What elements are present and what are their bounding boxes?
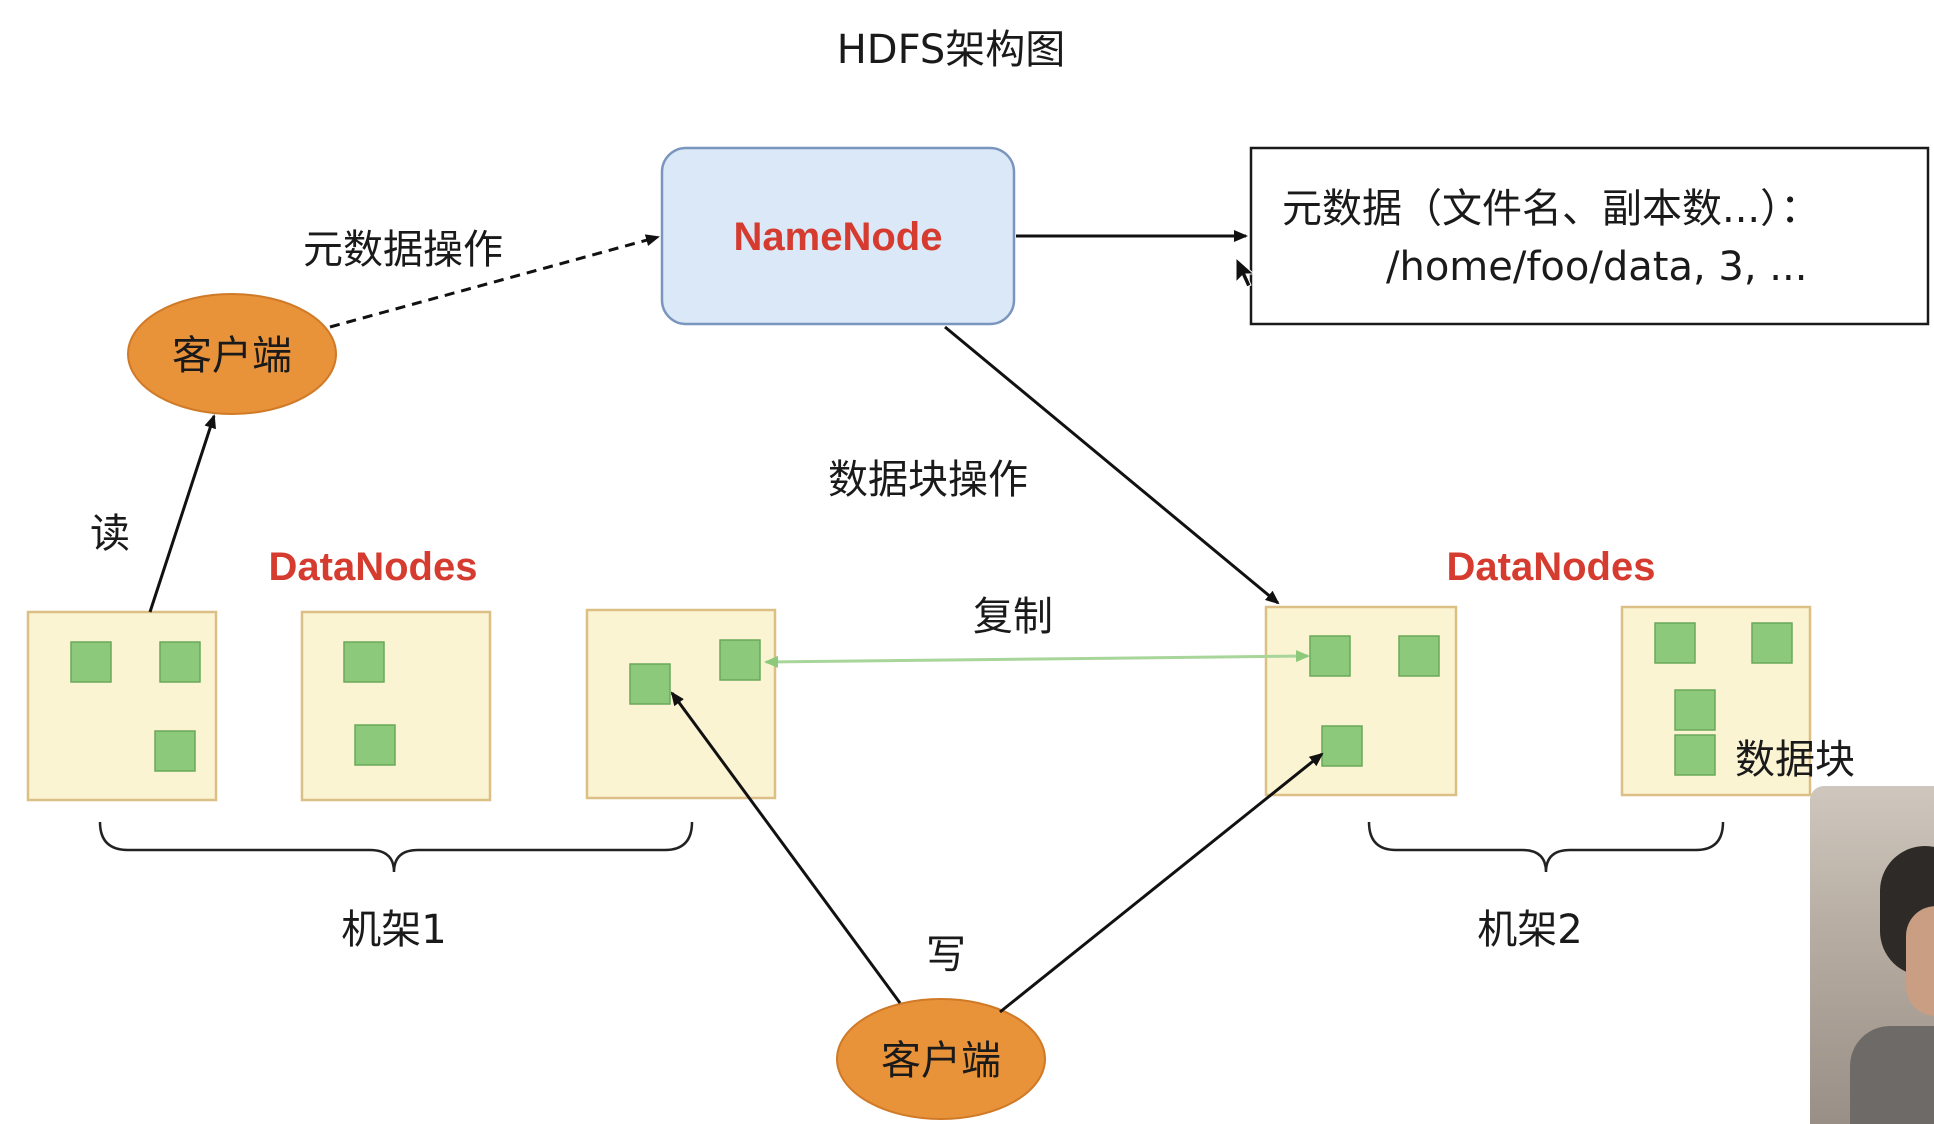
- data-block: [629, 663, 671, 705]
- client-top-ellipse[interactable]: [127, 293, 337, 415]
- rack1-datanode-1: [26, 610, 218, 802]
- data-block: [1674, 689, 1716, 731]
- replicate-label: 复制: [973, 594, 1053, 640]
- presenter-webcam-overlay: [1810, 786, 1934, 1124]
- read-arrow: [148, 414, 216, 613]
- data-block: [1654, 622, 1696, 664]
- client-top-label: 客户端: [172, 333, 292, 379]
- rack2-label: 机架2: [1477, 907, 1582, 953]
- metadata-line-2: /home/foo/data, 3, ...: [1386, 244, 1807, 290]
- data-block: [1674, 734, 1716, 776]
- data-block: [1309, 635, 1351, 677]
- client-bottom-ellipse[interactable]: [836, 998, 1046, 1120]
- data-block: [154, 730, 196, 772]
- namenode-label: NameNode: [734, 215, 943, 259]
- replicate-arrow: [764, 650, 1310, 668]
- metadata-ops-arrow: [329, 234, 660, 329]
- write-arrow-rack1: [670, 691, 902, 1004]
- data-block: [1751, 622, 1793, 664]
- write-label: 写: [926, 932, 966, 978]
- metadata-box: [1249, 146, 1930, 326]
- read-label: 读: [90, 511, 130, 557]
- data-block: [1321, 725, 1363, 767]
- mouse-cursor-icon: [1235, 256, 1256, 288]
- data-block: [1398, 635, 1440, 677]
- metadata-ops-label: 元数据操作: [303, 227, 503, 273]
- write-arrow-rack2: [999, 752, 1324, 1014]
- metadata-line-1: 元数据（文件名、副本数...）：: [1282, 186, 1820, 232]
- namenode-box: [660, 146, 1016, 326]
- presenter-face: [1906, 906, 1934, 1016]
- client-bottom-label: 客户端: [881, 1038, 1001, 1084]
- data-block: [719, 639, 761, 681]
- block-legend-label: 数据块: [1735, 737, 1855, 783]
- rack1-label: 机架1: [341, 907, 446, 953]
- diagram-title: HDFS架构图: [837, 27, 1066, 73]
- data-block: [70, 641, 112, 683]
- data-block: [159, 641, 201, 683]
- rack2-datanodes-label: DataNodes: [1447, 545, 1656, 589]
- rack1-datanodes-label: DataNodes: [269, 545, 478, 589]
- rack1-brace: [98, 821, 694, 873]
- data-block: [343, 641, 385, 683]
- block-ops-label: 数据块操作: [828, 457, 1028, 503]
- presenter-shirt: [1850, 1026, 1934, 1124]
- rack2-brace: [1367, 821, 1725, 873]
- rack2-datanode-1: [1264, 605, 1458, 797]
- rack1-datanode-2: [300, 610, 492, 802]
- block-ops-arrow: [944, 325, 1280, 605]
- data-block: [354, 724, 396, 766]
